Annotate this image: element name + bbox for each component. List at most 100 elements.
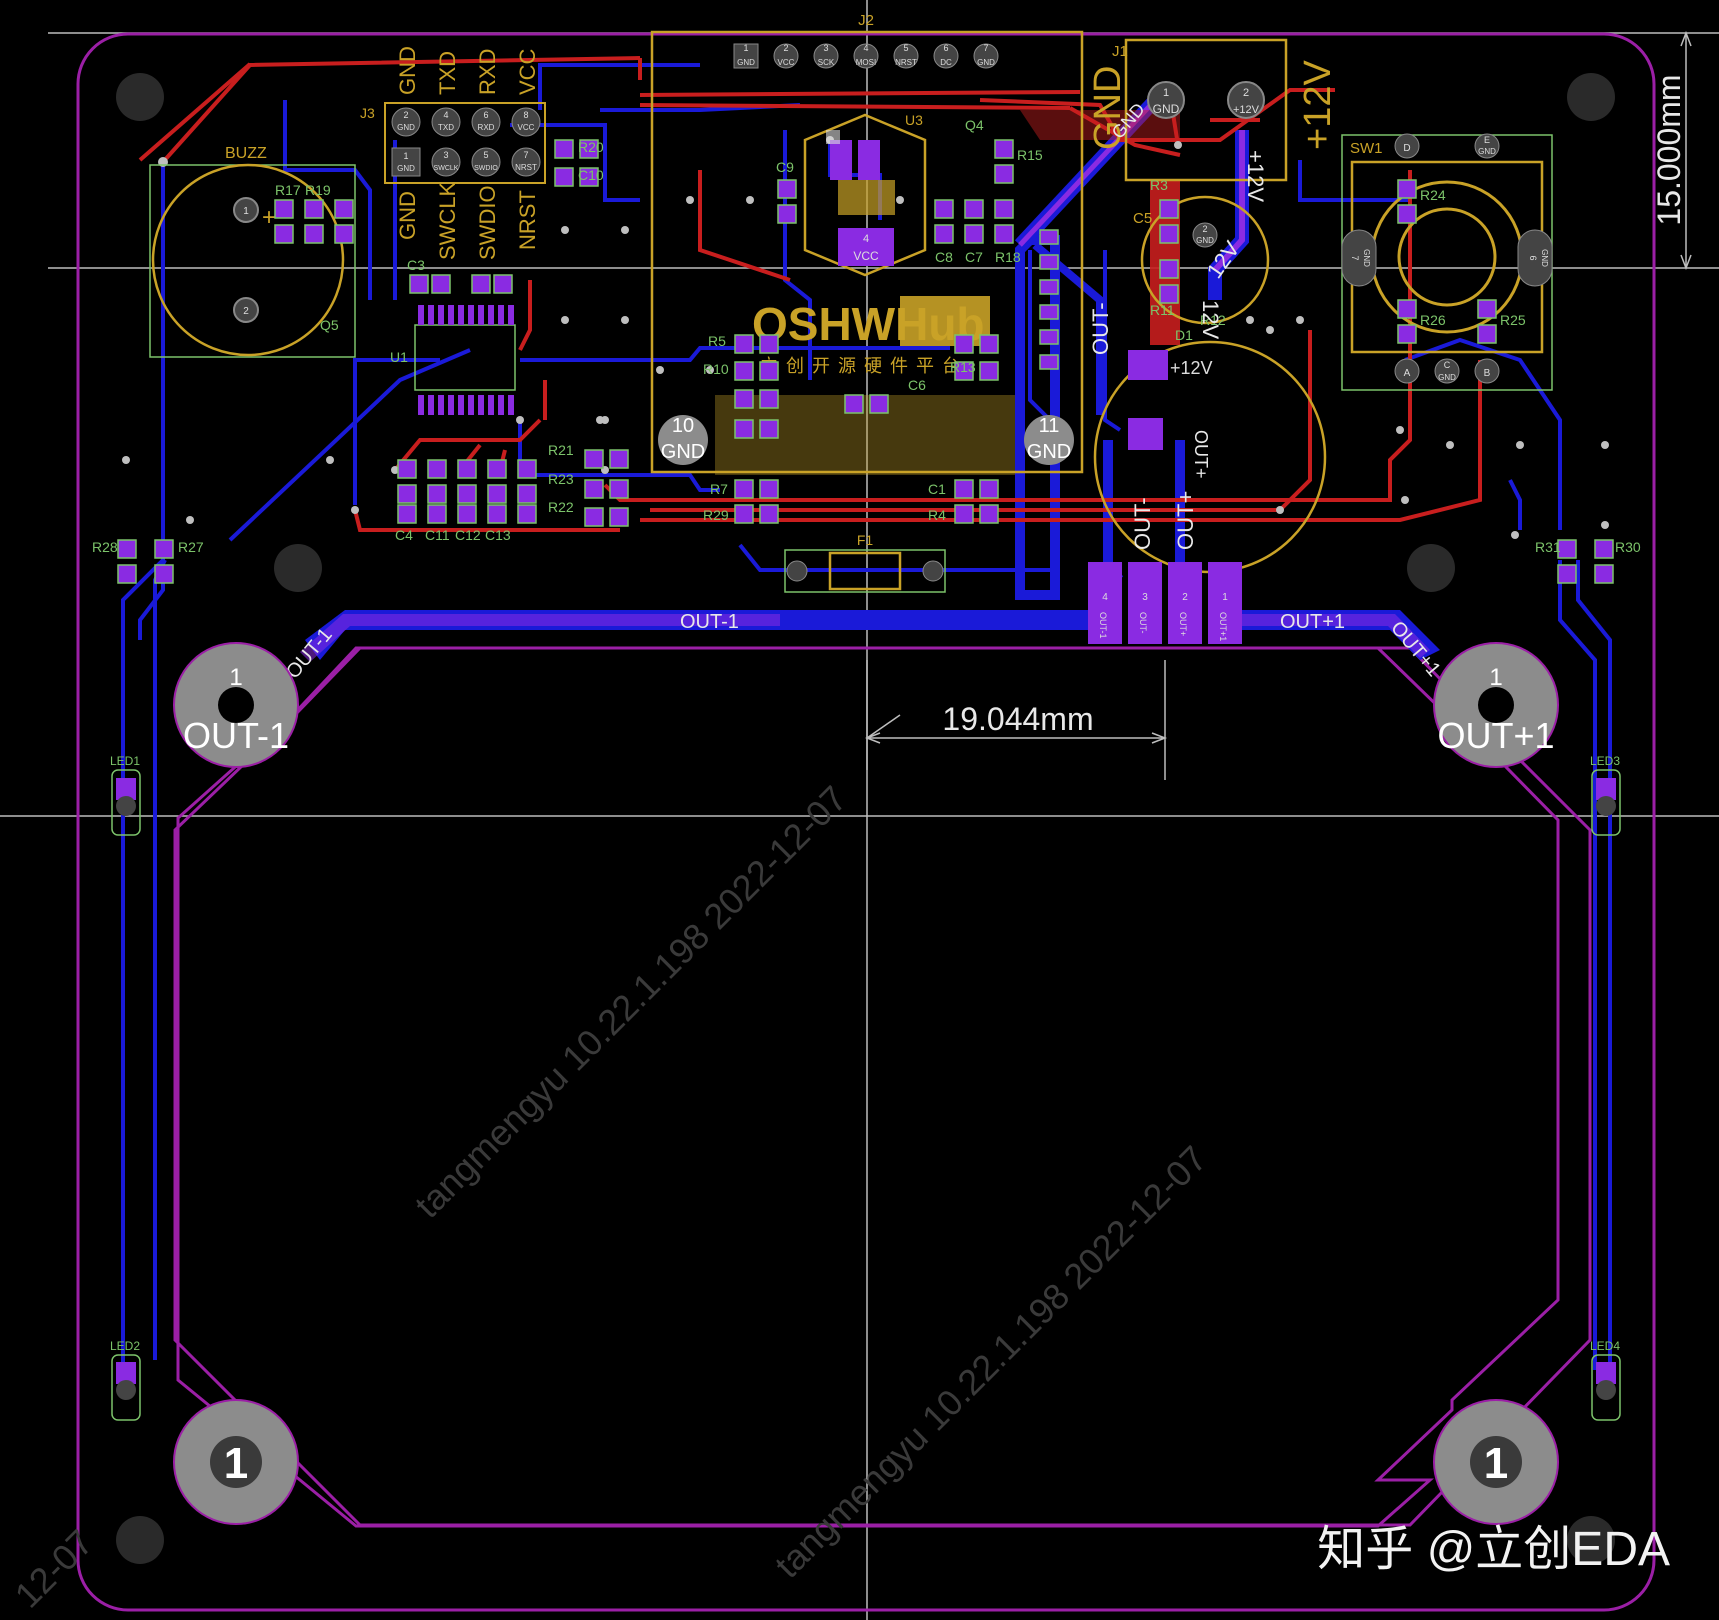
svg-text:LED1: LED1 bbox=[110, 754, 140, 768]
led-4: LED4 bbox=[1590, 1339, 1621, 1421]
svg-text:VCC: VCC bbox=[778, 58, 795, 67]
svg-text:OUT-1: OUT-1 bbox=[1098, 612, 1108, 639]
j1-silk-gnd: GND bbox=[1087, 66, 1129, 150]
svg-text:NRST: NRST bbox=[515, 190, 540, 250]
u3-regulator: 4 VCC U3 bbox=[803, 112, 927, 277]
svg-text:1: 1 bbox=[229, 664, 242, 691]
svg-text:R13: R13 bbox=[950, 359, 976, 375]
svg-text:R18: R18 bbox=[995, 249, 1021, 265]
svg-text:GND: GND bbox=[661, 441, 705, 463]
svg-text:R30: R30 bbox=[1615, 539, 1641, 555]
svg-text:GND: GND bbox=[1027, 441, 1071, 463]
f1-fuse: F1 bbox=[784, 532, 946, 593]
svg-text:C13: C13 bbox=[485, 527, 511, 543]
svg-text:VCC: VCC bbox=[518, 123, 535, 132]
svg-text:GND: GND bbox=[737, 58, 755, 67]
d1-net-label: +12V bbox=[1170, 358, 1213, 378]
svg-text:R25: R25 bbox=[1500, 312, 1526, 328]
svg-text:GND: GND bbox=[1362, 249, 1371, 267]
svg-text:6: 6 bbox=[483, 110, 488, 120]
svg-text:NRST: NRST bbox=[895, 58, 917, 67]
svg-text:1: 1 bbox=[1163, 87, 1169, 99]
svg-text:R3: R3 bbox=[1150, 177, 1168, 193]
svg-text:7: 7 bbox=[1350, 255, 1360, 260]
svg-text:R4: R4 bbox=[928, 507, 946, 523]
svg-text:1: 1 bbox=[224, 1439, 248, 1488]
svg-text:NRST: NRST bbox=[515, 163, 537, 172]
led-2: LED2 bbox=[110, 1339, 141, 1421]
svg-text:C7: C7 bbox=[965, 249, 983, 265]
svg-text:GND: GND bbox=[1438, 373, 1456, 382]
svg-text:C: C bbox=[1444, 360, 1451, 370]
svg-text:R22: R22 bbox=[548, 499, 574, 515]
svg-text:OUT+1: OUT+1 bbox=[1218, 612, 1228, 641]
svg-text:B: B bbox=[1484, 368, 1491, 379]
svg-text:R24: R24 bbox=[1420, 187, 1446, 203]
led-3: LED3 bbox=[1590, 754, 1621, 836]
svg-text:OUT+: OUT+ bbox=[1173, 491, 1198, 550]
sw1-ref: SW1 bbox=[1350, 140, 1383, 157]
svg-text:R10: R10 bbox=[703, 361, 729, 377]
svg-text:2: 2 bbox=[1182, 592, 1188, 603]
svg-text:4: 4 bbox=[863, 43, 868, 53]
svg-text:R27: R27 bbox=[178, 539, 204, 555]
svg-text:R11: R11 bbox=[1150, 302, 1175, 318]
svg-text:2: 2 bbox=[243, 306, 249, 317]
svg-text:C3: C3 bbox=[407, 257, 425, 273]
svg-text:GND: GND bbox=[395, 46, 420, 95]
svg-text:3: 3 bbox=[443, 150, 448, 160]
svg-text:C11: C11 bbox=[425, 527, 450, 543]
svg-text:C4: C4 bbox=[395, 527, 413, 543]
svg-text:SCK: SCK bbox=[818, 58, 835, 67]
svg-text:+12V: +12V bbox=[1233, 104, 1260, 116]
smd-pads bbox=[117, 139, 1614, 584]
dimension-horizontal bbox=[864, 660, 1168, 780]
d1-pad bbox=[1128, 350, 1168, 380]
svg-text:12V: 12V bbox=[1198, 300, 1223, 339]
svg-text:SWDIO: SWDIO bbox=[475, 185, 500, 260]
svg-text:11: 11 bbox=[1039, 415, 1060, 437]
svg-text:2: 2 bbox=[783, 43, 788, 53]
svg-text:5: 5 bbox=[903, 43, 908, 53]
svg-text:7: 7 bbox=[983, 43, 988, 53]
svg-text:C6: C6 bbox=[908, 377, 926, 393]
svg-text:1: 1 bbox=[1222, 592, 1228, 603]
brand-watermark: 知乎 @立创EDA bbox=[1317, 1523, 1670, 1576]
logo-chinese: 立创开源硬件平台 bbox=[760, 356, 968, 376]
mounting-pad-bottom-right: 1 bbox=[1433, 1399, 1559, 1525]
svg-text:+: + bbox=[262, 204, 276, 231]
svg-text:R17: R17 bbox=[275, 182, 301, 198]
svg-text:SWDIO: SWDIO bbox=[474, 165, 498, 172]
svg-text:LED2: LED2 bbox=[110, 1339, 140, 1353]
svg-text:C1: C1 bbox=[928, 481, 946, 497]
svg-text:1: 1 bbox=[403, 151, 408, 161]
mounting-pad-bottom-left: 1 bbox=[173, 1399, 299, 1525]
svg-text:A: A bbox=[1404, 368, 1411, 379]
svg-text:R28: R28 bbox=[92, 539, 118, 555]
mounting-pad-out-plus1: 1 OUT+1 bbox=[1433, 642, 1559, 768]
svg-text:Q5: Q5 bbox=[320, 317, 339, 333]
svg-text:R23: R23 bbox=[548, 471, 574, 487]
svg-text:LED3: LED3 bbox=[1590, 754, 1620, 768]
svg-text:2: 2 bbox=[403, 110, 408, 120]
svg-text:R31: R31 bbox=[1535, 539, 1561, 555]
j1-silk-12v: +12V bbox=[1297, 60, 1339, 150]
mounting-pad-out-minus1: 1 OUT-1 bbox=[173, 642, 299, 768]
svg-text:U3: U3 bbox=[905, 112, 923, 128]
svg-text:OUT-: OUT- bbox=[1138, 612, 1148, 634]
svg-text:GND: GND bbox=[1478, 147, 1496, 156]
logo-text: OSHWHub bbox=[752, 298, 985, 350]
svg-text:GND: GND bbox=[1153, 102, 1180, 116]
svg-text:TXD: TXD bbox=[435, 51, 460, 95]
dimension-vertical-label: 15.000mm bbox=[1651, 74, 1687, 225]
svg-text:F1: F1 bbox=[857, 532, 874, 548]
